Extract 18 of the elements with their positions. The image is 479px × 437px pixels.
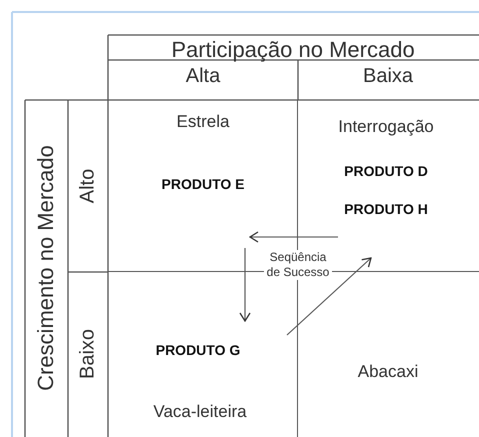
quadrant-title: Interrogação <box>338 117 434 137</box>
product-label: PRODUTO E <box>162 176 244 192</box>
quadrant-title: Vaca-leiteira <box>153 402 247 422</box>
arrow <box>249 231 338 243</box>
arrow <box>286 257 372 336</box>
row-header: Baixo <box>76 328 100 380</box>
axis-title: Participação no Mercado <box>171 37 415 63</box>
product-label: PRODUTO G <box>156 342 240 358</box>
quadrant-title: Estrela <box>176 112 230 132</box>
arrow <box>239 248 251 322</box>
product-label: PRODUTO H <box>344 201 428 217</box>
column-header: Alta <box>186 65 220 88</box>
product-label: PRODUTO D <box>344 163 428 179</box>
quadrant-title: Abacaxi <box>358 362 418 382</box>
arrow-caption: Seqüência de Sucesso <box>264 250 332 280</box>
axis-title: Crescimento no Mercado <box>33 145 59 391</box>
column-header: Baixa <box>362 65 414 88</box>
row-header: Alto <box>76 168 100 204</box>
